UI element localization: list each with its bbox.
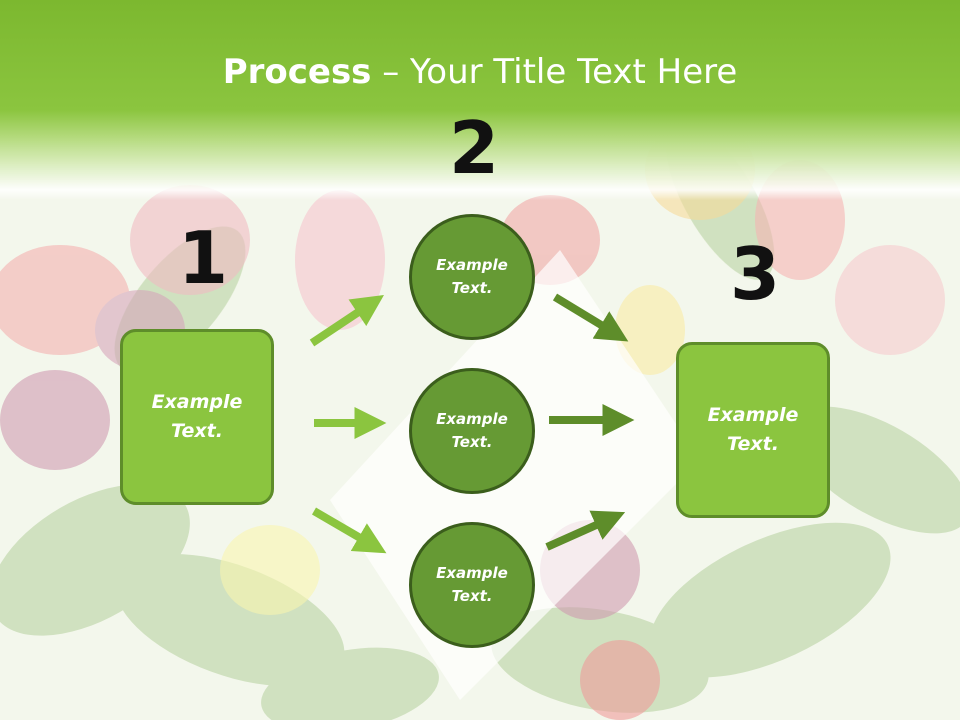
step-number-2: 2 bbox=[449, 106, 500, 190]
arrow-box1-to-circle3 bbox=[311, 507, 387, 554]
circle-bottom-text: Example Text. bbox=[436, 564, 508, 605]
step1-box-text: Example Text. bbox=[151, 391, 243, 442]
arrow-box1-to-circle1 bbox=[309, 295, 384, 347]
step3-box-text: Example Text. bbox=[707, 404, 799, 455]
step2-circle-top[interactable]: Example Text. bbox=[409, 214, 535, 340]
step-number-3: 3 bbox=[730, 232, 781, 316]
title-rest: – Your Title Text Here bbox=[371, 52, 738, 92]
circle-middle-text: Example Text. bbox=[436, 410, 508, 451]
step1-box[interactable]: Example Text. bbox=[120, 329, 274, 505]
step2-circle-bottom[interactable]: Example Text. bbox=[409, 522, 535, 648]
step2-circle-middle[interactable]: Example Text. bbox=[409, 368, 535, 494]
circle-top-text: Example Text. bbox=[436, 256, 508, 297]
slide-title: Process – Your Title Text Here bbox=[0, 52, 960, 92]
step3-box[interactable]: Example Text. bbox=[676, 342, 830, 518]
title-bar bbox=[0, 0, 960, 200]
step-number-1: 1 bbox=[178, 216, 229, 300]
title-bold: Process bbox=[222, 52, 372, 92]
arrow-circle3-to-box3 bbox=[545, 510, 626, 551]
arrow-circle1-to-box3 bbox=[552, 293, 629, 342]
